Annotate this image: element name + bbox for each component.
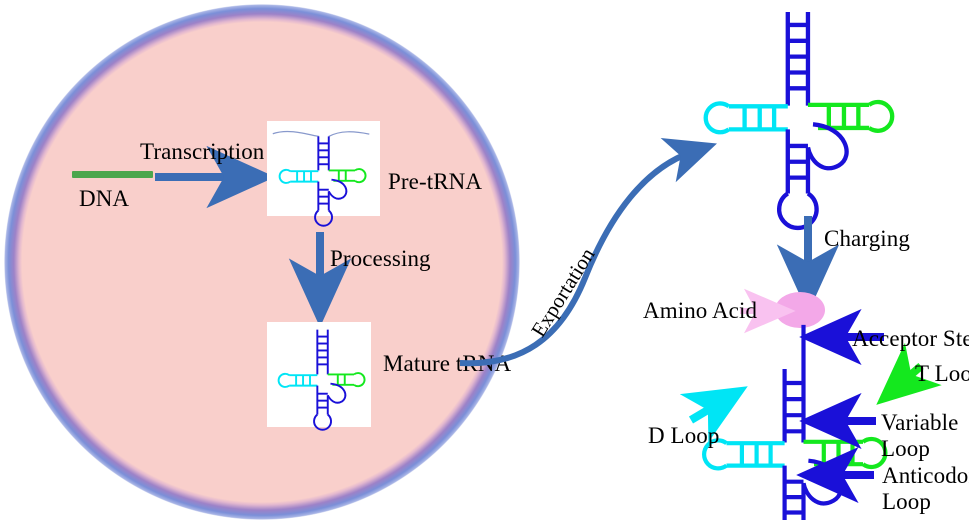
dna-bar <box>72 171 153 178</box>
anticodon-loop-label: Anticodon Loop <box>882 463 969 514</box>
d-loop-label: D Loop <box>648 423 720 448</box>
transcription-label: Transcription <box>140 139 265 164</box>
pretrna-variable-loop <box>327 178 348 200</box>
dna-label: DNA <box>79 186 130 211</box>
nucleus-membrane <box>4 4 520 520</box>
t-loop-label: T Loop <box>915 361 969 386</box>
amino-acid-label: Amino Acid <box>643 298 758 323</box>
pre-trna-label: Pre-tRNA <box>388 169 483 194</box>
mature-variable-loop <box>326 382 347 404</box>
d-loop-pointer-arrow <box>679 386 748 443</box>
charging-label: Charging <box>824 226 910 251</box>
exported-variable-loop <box>805 122 849 171</box>
amino-acid-blob <box>775 292 825 328</box>
acceptor-stem-label: Acceptor Stem <box>852 326 969 351</box>
processing-label: Processing <box>330 246 431 271</box>
exportation-arrow <box>459 137 717 367</box>
charged-variable-loop <box>801 458 844 506</box>
pretrna-trailer-strand <box>328 131 370 137</box>
variable-loop-label: Variable Loop <box>881 410 959 461</box>
t-loop-pointer-arrow <box>876 342 942 405</box>
pretrna-leader-trailer <box>272 130 320 138</box>
